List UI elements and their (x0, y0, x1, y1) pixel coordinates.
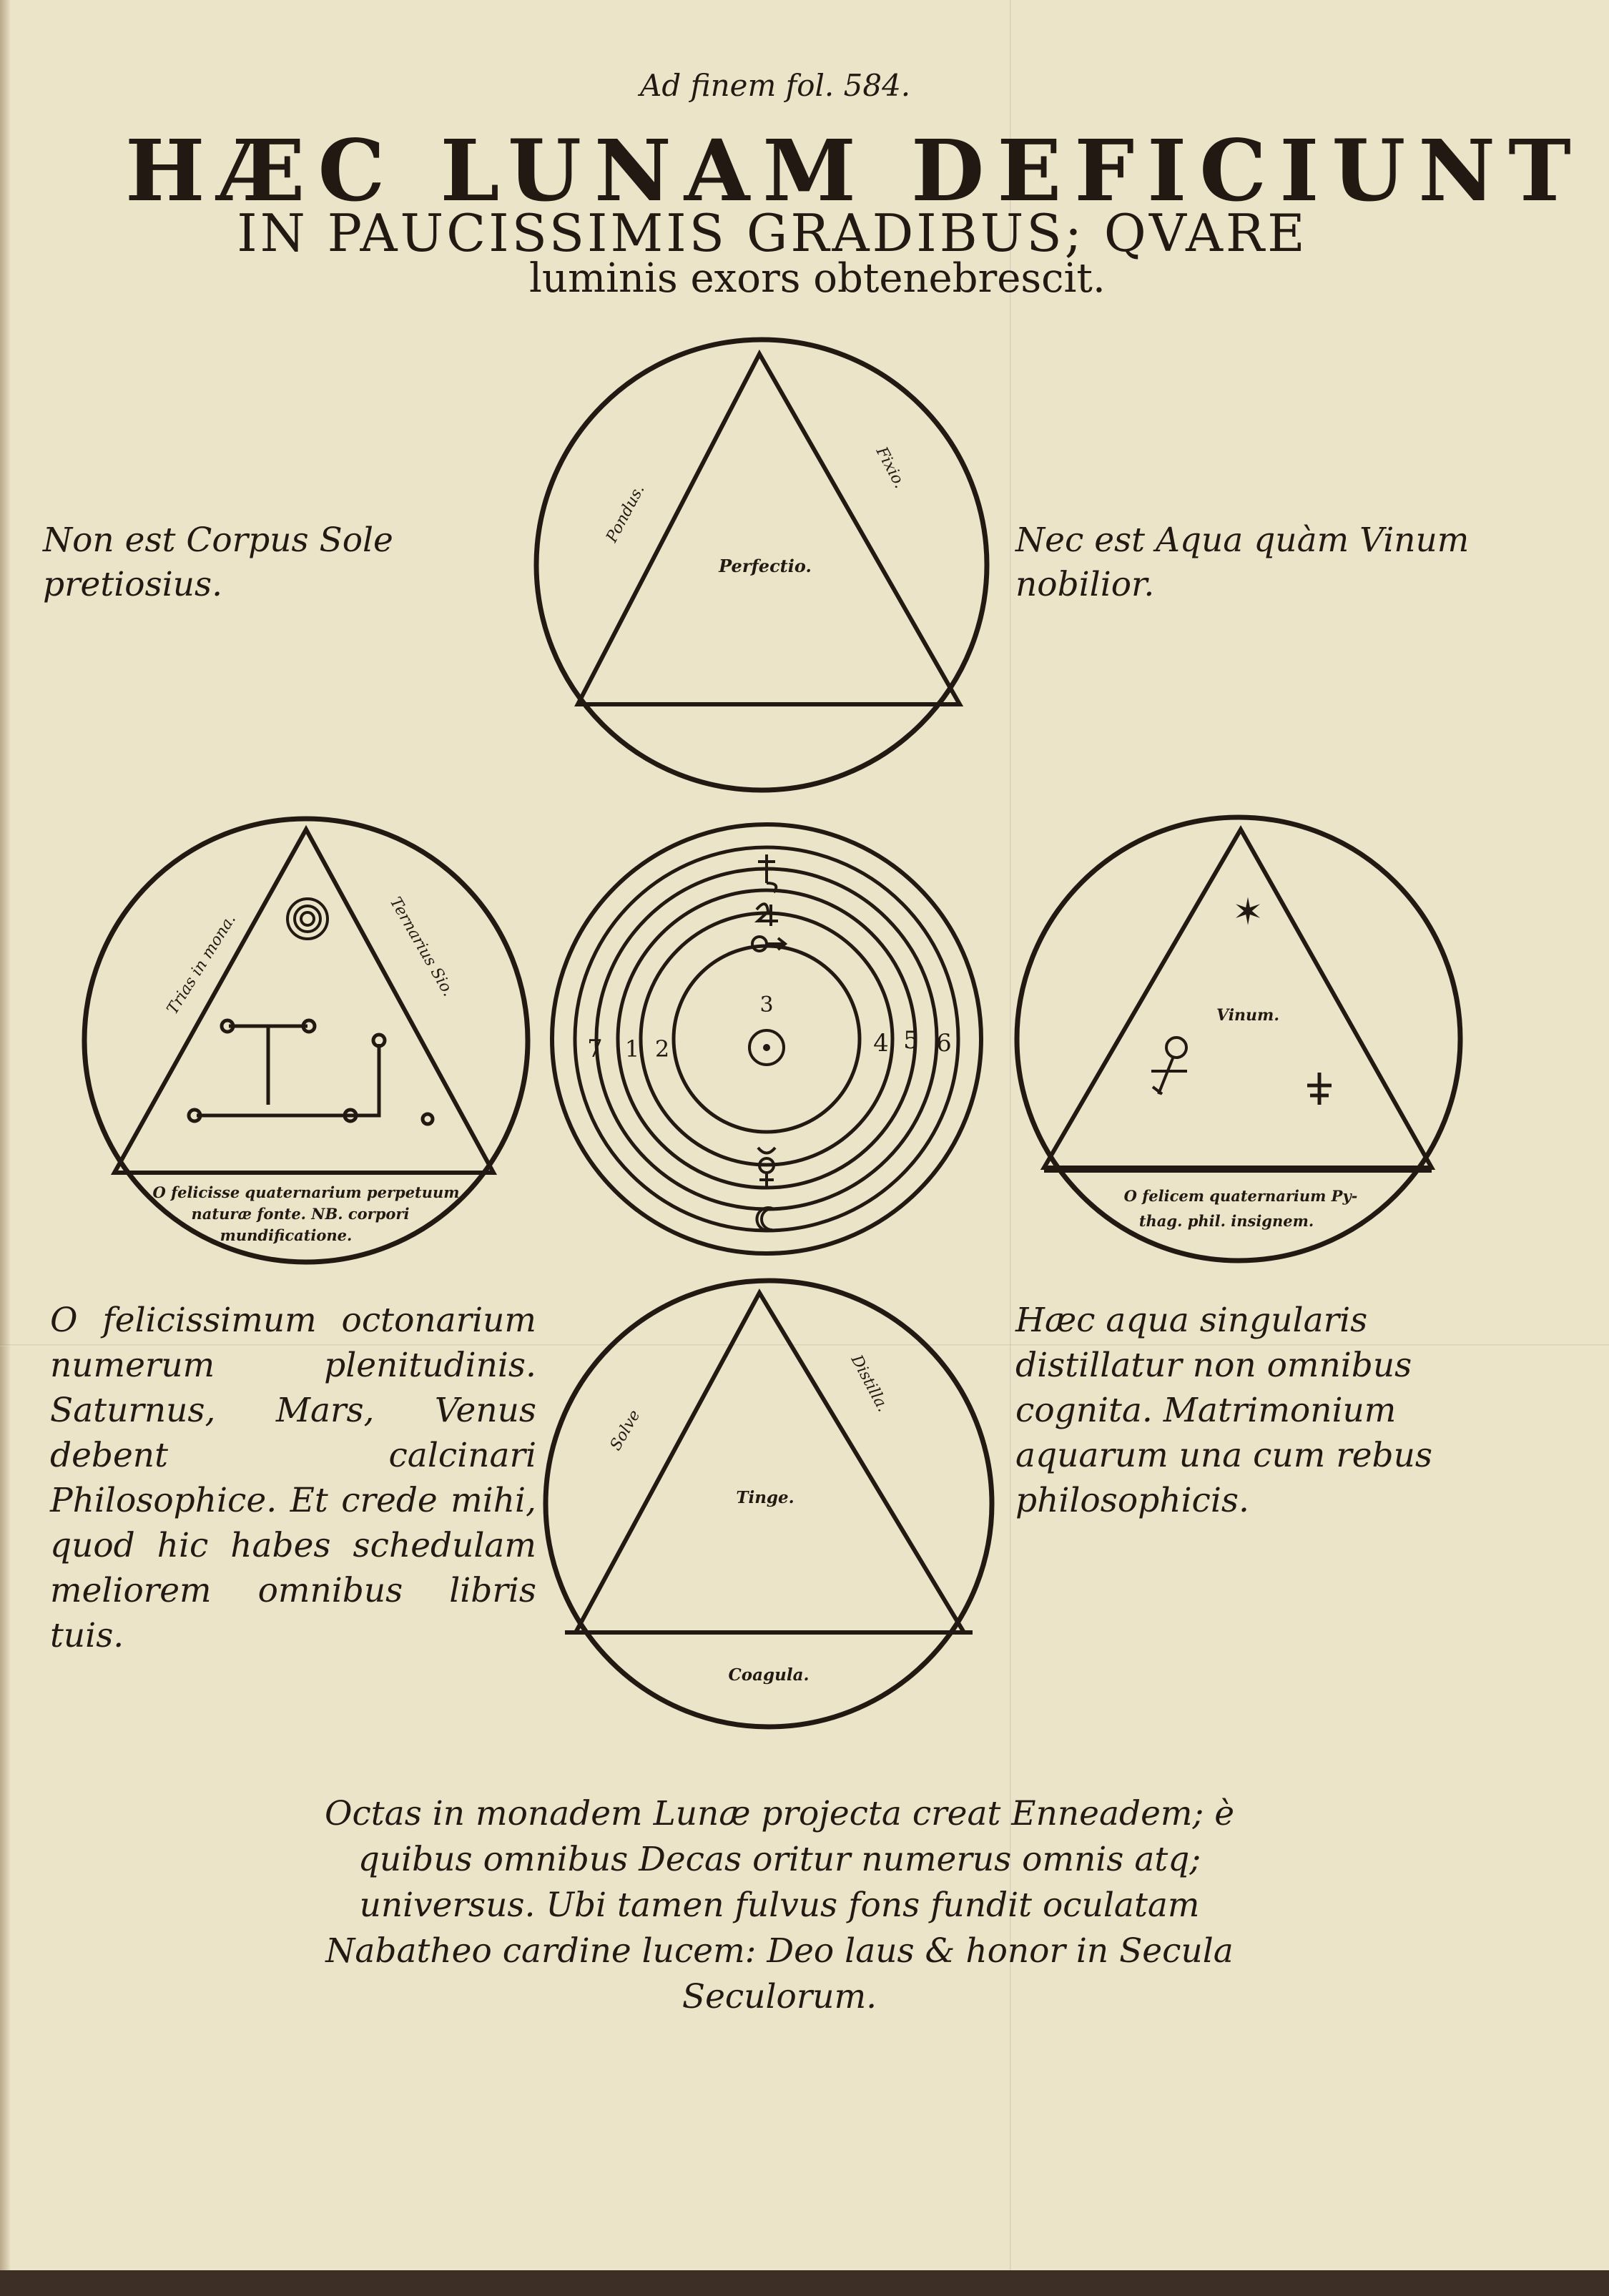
circle-right-base-line1: O felicem quaternarium Py- (1124, 1187, 1358, 1205)
star-symbol-icon: ✶ (1232, 891, 1264, 934)
circle-bottom-base-label: Coagula. (728, 1665, 809, 1685)
center-number-4: 4 (873, 1029, 889, 1058)
circle-center: 3 7 1 2 4 5 6 (550, 822, 983, 1256)
circle-left-ring (82, 816, 531, 1265)
center-ring-1 (550, 822, 983, 1256)
circle-right-ring (1014, 814, 1463, 1263)
folio-reference: Ad finem fol. 584. (640, 68, 911, 103)
circle-right-base-line2: thag. phil. insignem. (1139, 1212, 1314, 1230)
saturn-symbol-icon (758, 854, 778, 894)
circle-top: Pondus. Fixio. Perfectio. (533, 337, 990, 793)
circle-right-center-label: Vinum. (1216, 1006, 1279, 1025)
circle-bottom-triangle (571, 1288, 968, 1635)
circle-left-triangle (110, 824, 498, 1175)
circle-top-ring (533, 337, 990, 793)
circle-bottom-ring (543, 1278, 995, 1730)
center-number-5: 5 (903, 1026, 919, 1055)
page-subtitle: IN PAUCISSIMIS GRADIBUS; QVARE (237, 203, 1308, 263)
center-number-1: 1 (625, 1035, 639, 1063)
moon-symbol-icon (755, 1206, 773, 1232)
note-middle-left: O felicissimum octonarium numerum plenit… (50, 1301, 536, 1655)
circle-bottom: Solve Distilla. Tinge. Coagula. (543, 1278, 995, 1730)
center-number-2: 2 (655, 1035, 669, 1063)
center-ring-6 (671, 944, 862, 1134)
spiral-icon (286, 897, 329, 940)
sun-symbol-dot (763, 1044, 770, 1051)
circle-bottom-right-label: Distilla. (847, 1351, 892, 1415)
circle-left-base-line2: naturæ fonte. NB. corpori (192, 1205, 410, 1223)
jupiter-symbol-icon (754, 902, 778, 926)
mars-symbol-icon (751, 935, 788, 952)
cross-symbol-icon (1307, 1073, 1332, 1105)
note-top-left: Non est Corpus Sole pretiosius. (43, 521, 393, 604)
note-middle-right: Hæc aqua singularis distillatur non omni… (1015, 1301, 1433, 1520)
sheet-edge-shadow (0, 0, 10, 2296)
page-subtitle-line3: luminis exors obtenebrescit. (529, 255, 1106, 302)
circle-top-left-label: Pondus. (603, 481, 649, 546)
antimony-symbol-icon (1151, 1036, 1188, 1095)
circle-right-triangle (1040, 824, 1436, 1170)
circle-left-right-label: Ternarius Sio. (386, 895, 458, 1000)
sun-symbol-icon (748, 1029, 785, 1066)
table-surface (0, 2270, 1609, 2296)
circle-top-triangle (574, 349, 964, 706)
circle-top-right-label: Fixio. (872, 443, 908, 491)
mercury-symbol-icon (757, 1146, 777, 1187)
center-number-6: 6 (936, 1029, 952, 1058)
horizontal-fold-line (0, 1344, 1609, 1346)
circle-left-base-line1: O felicisse quaternarium perpetuum (152, 1183, 459, 1201)
center-number-7: 7 (587, 1035, 603, 1063)
note-top-right: Nec est Aqua quàm Vinum nobilior. (1015, 521, 1470, 604)
circle-left-left-label: Trias in mona. (164, 911, 240, 1018)
center-ring-4 (616, 888, 917, 1190)
circle-left: Trias in mona. Ternarius Sio. O feliciss… (82, 816, 531, 1265)
glyph-figure-icon (187, 1018, 435, 1126)
center-ring-5 (639, 911, 895, 1167)
circle-top-center-label: Perfectio. (718, 556, 812, 576)
vertical-fold-line (1010, 0, 1012, 2270)
circle-left-base-line3: mundificatione. (220, 1226, 353, 1244)
circle-bottom-left-label: Solve (607, 1407, 644, 1454)
page-title: HÆC LUNAM DEFICIUNT (125, 121, 1584, 220)
circle-bottom-center-label: Tinge. (736, 1488, 794, 1507)
circle-right: ✶ Vinum. O felicem quaternarium Py- thag… (1014, 814, 1463, 1263)
center-number-3: 3 (759, 992, 773, 1018)
colophon-text: Octas in monadem Lunæ projecta creat Enn… (324, 1794, 1235, 2016)
